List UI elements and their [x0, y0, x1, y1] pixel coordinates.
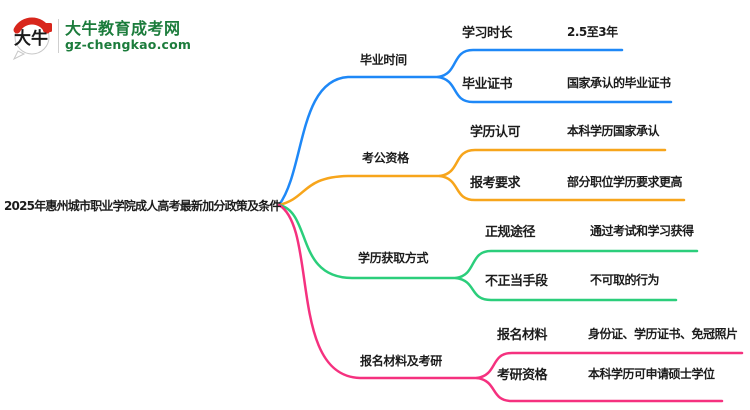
branch1-main-line	[277, 75, 440, 207]
subtopic-node: 考研资格	[497, 368, 548, 383]
logo-characters: 大牛	[14, 28, 48, 49]
branch4-child2-line	[475, 376, 724, 403]
site-domain: gz-chengkao.com	[65, 37, 192, 52]
leaf-node: 2.5至3年	[567, 25, 618, 39]
branch4-main-line	[277, 203, 479, 380]
leaf-node: 本科学历国家承认	[567, 124, 660, 138]
branch1-child1-line	[436, 48, 624, 79]
leaf-node: 国家承认的毕业证书	[567, 76, 671, 90]
site-logo: 大牛 大牛教育成考网 gz-chengkao.com	[10, 10, 191, 62]
subtopic-node: 报名材料	[497, 328, 548, 343]
branch3-child1-line	[454, 249, 699, 280]
logo-divider	[58, 19, 59, 53]
subtopic-node: 报考要求	[470, 176, 521, 191]
branch3-main-line	[277, 203, 458, 280]
branch2-main-line	[277, 174, 442, 207]
branch1-child2-line	[436, 75, 673, 104]
leaf-node: 本科学历可申请硕士学位	[588, 367, 715, 381]
branch3-child2-line	[454, 276, 678, 302]
branch-node-degree-acquisition: 学历获取方式	[358, 251, 429, 265]
subtopic-node: 毕业证书	[462, 77, 513, 92]
branch2-child2-line	[438, 174, 686, 202]
leaf-node: 通过考试和学习获得	[590, 224, 694, 238]
subtopic-node: 学习时长	[462, 26, 513, 41]
subtopic-node: 正规途径	[485, 225, 536, 240]
seal-icon	[43, 23, 52, 32]
branch-node-graduation-time: 毕业时间	[360, 53, 407, 67]
subtopic-node: 学历认可	[470, 125, 521, 140]
branch4-child1-line	[475, 351, 744, 380]
leaf-node: 部分职位学历要求更高	[567, 175, 683, 189]
leaf-node: 身份证、学历证书、免冠照片	[588, 327, 738, 341]
branch-node-civil-service: 考公资格	[362, 151, 409, 165]
branch2-child1-line	[438, 148, 667, 178]
root-node: 2025年惠州城市职业学院成人高考最新加分政策及条件	[4, 199, 281, 213]
subtopic-node: 不正当手段	[485, 274, 548, 289]
leaf-node: 不可取的行为	[590, 273, 660, 287]
logo-bull-icon: 大牛	[10, 11, 56, 61]
site-name: 大牛教育成考网	[65, 18, 181, 38]
branch-node-enrollment-materials: 报名材料及考研	[360, 354, 442, 368]
